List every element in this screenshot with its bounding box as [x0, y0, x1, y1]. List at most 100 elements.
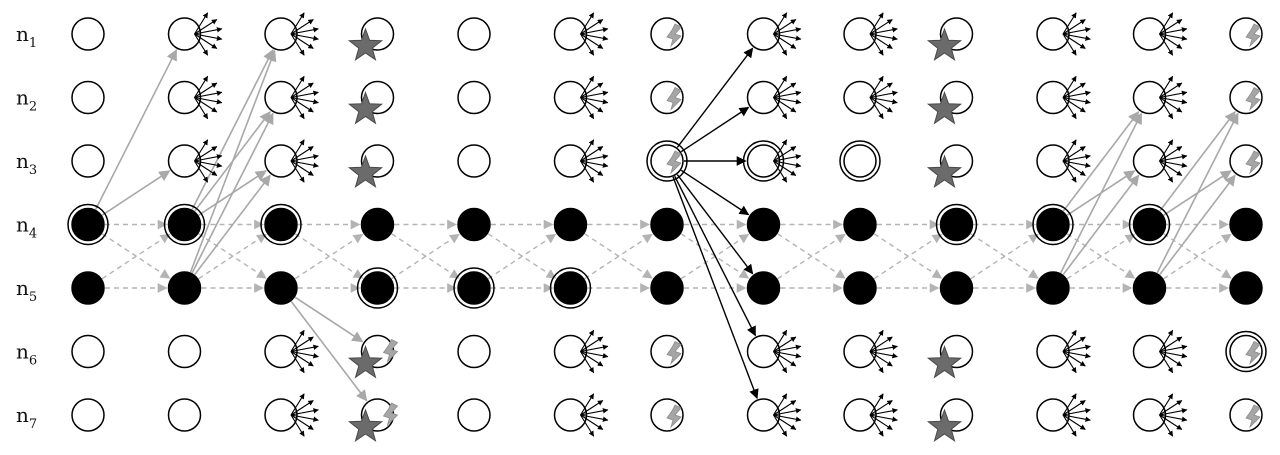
- row-label-7: n7: [16, 403, 37, 432]
- node-with-spray: [843, 329, 898, 374]
- node-with-spray: [264, 393, 319, 437]
- row-label-4: n4: [16, 213, 37, 242]
- node-with-spray: [553, 329, 609, 374]
- node-with-spray: [264, 12, 319, 56]
- dashed-edge: [198, 233, 267, 280]
- star-node: [926, 17, 974, 61]
- node-with-spray: [843, 75, 898, 120]
- black-node: [1229, 207, 1263, 242]
- empty-node: [167, 334, 202, 369]
- node-with-spray: [553, 139, 609, 183]
- node-with-spray: [1132, 329, 1188, 374]
- lightning-node: [1229, 144, 1263, 178]
- empty-node: [71, 398, 105, 432]
- grey-edge: [1062, 174, 1140, 275]
- node-with-spray: [1036, 139, 1091, 183]
- node-with-spray: [264, 329, 319, 374]
- lightning-node: [650, 80, 684, 115]
- dashed-edge: [1163, 233, 1232, 280]
- dashed-edge: [101, 233, 171, 280]
- row-label-3: n3: [16, 149, 37, 178]
- empty-node: [457, 80, 491, 115]
- lightning-node: [650, 334, 684, 369]
- grey-edge: [1062, 110, 1140, 212]
- node-with-spray: [746, 393, 802, 437]
- empty-node: [71, 17, 105, 51]
- black-node: [843, 207, 877, 242]
- dashed-edge: [294, 233, 364, 280]
- black-node: [746, 271, 781, 305]
- black-node: [1036, 271, 1070, 305]
- double-ring-black-node: [1032, 203, 1074, 246]
- row-label-5: n5: [16, 276, 37, 305]
- node-with-spray: [746, 75, 802, 120]
- star-lightning-node: [347, 334, 399, 379]
- grey-edge: [294, 296, 364, 343]
- node-with-spray: [1132, 139, 1188, 183]
- node-with-spray: [167, 12, 223, 56]
- double-ring-black-node: [356, 267, 399, 309]
- node-with-spray: [264, 139, 319, 183]
- black-node: [167, 271, 202, 305]
- star-node: [347, 80, 395, 125]
- dashed-edge: [487, 233, 557, 280]
- black-edge: [676, 174, 754, 275]
- grey-edge: [194, 110, 271, 212]
- node-with-spray: [1132, 12, 1188, 56]
- grey-edge: [191, 49, 274, 210]
- black-edge: [672, 176, 759, 400]
- dashed-edge: [1066, 233, 1136, 280]
- black-node: [1132, 271, 1167, 305]
- lightning-node: [1229, 80, 1263, 115]
- grey-edge: [94, 49, 178, 210]
- double-ring-black-node: [549, 267, 592, 309]
- node-with-spray: [553, 393, 609, 437]
- black-edge: [680, 169, 750, 216]
- lightning-node: [650, 17, 684, 51]
- black-node: [457, 207, 491, 242]
- row-label-2: n2: [16, 86, 37, 115]
- black-node: [650, 207, 684, 242]
- node-with-spray: [1036, 75, 1091, 120]
- black-edge: [680, 106, 750, 153]
- black-node: [746, 207, 781, 242]
- star-node: [926, 334, 974, 379]
- node-with-spray: [1036, 12, 1091, 56]
- grey-edge: [1159, 174, 1236, 275]
- row-label-1: n1: [16, 22, 37, 51]
- grey-edge: [198, 170, 267, 216]
- grey-edge: [1159, 110, 1236, 212]
- empty-node: [457, 398, 491, 432]
- grey-edge: [1066, 170, 1136, 216]
- black-node: [71, 271, 105, 305]
- double-ring-node: [839, 140, 881, 182]
- black-node: [939, 271, 974, 305]
- node-with-spray: [1036, 393, 1091, 437]
- star-node: [926, 144, 974, 188]
- node-with-spray: [264, 75, 319, 120]
- node-with-spray: [553, 75, 609, 120]
- black-node: [553, 207, 588, 242]
- double-ring-node-with-spray: [742, 139, 802, 183]
- lightning-node: [1229, 17, 1263, 51]
- double-ring-lightning-node: [1225, 330, 1267, 373]
- star-node: [926, 80, 974, 125]
- empty-node: [457, 17, 491, 51]
- node-with-spray: [167, 75, 223, 120]
- empty-node: [167, 398, 202, 432]
- dashed-edge: [391, 233, 460, 280]
- double-ring-lightning-node: [646, 140, 688, 182]
- node-with-spray: [746, 12, 802, 56]
- double-ring-black-node: [67, 203, 109, 246]
- star-node: [347, 144, 395, 188]
- node-with-spray: [843, 12, 898, 56]
- dashed-edge: [873, 233, 943, 280]
- black-node: [264, 271, 298, 305]
- dashed-edge: [970, 233, 1039, 280]
- lightning-node: [650, 398, 684, 432]
- row-label-6: n6: [16, 340, 37, 369]
- dashed-edge: [777, 233, 846, 280]
- double-ring-black-node: [163, 203, 206, 246]
- double-ring-black-node: [935, 203, 978, 246]
- lightning-node: [1229, 398, 1263, 432]
